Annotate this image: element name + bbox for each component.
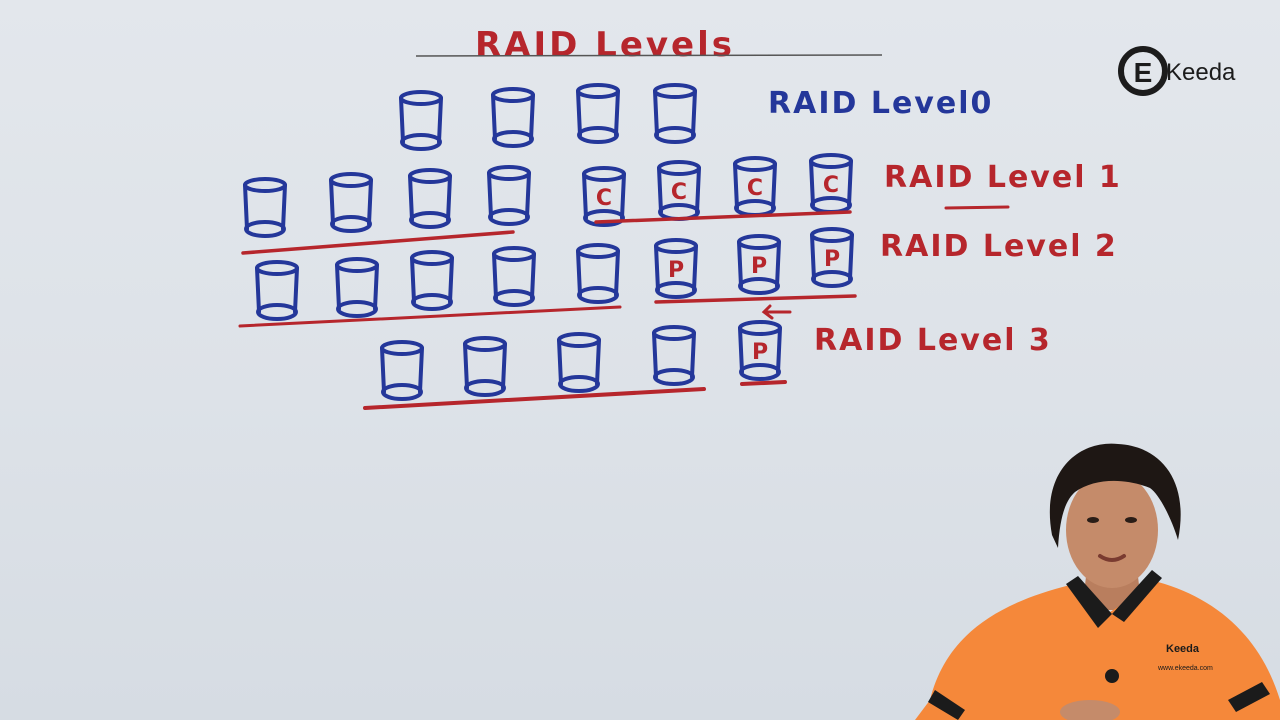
disk-icon [463, 336, 507, 397]
logo-mark-icon [1118, 46, 1168, 96]
presenter-hair [1049, 443, 1181, 548]
disk-icon [335, 257, 379, 318]
disk-letter: C [596, 186, 612, 211]
arrow-mark-icon [761, 304, 792, 320]
disk-letter: P [751, 254, 767, 279]
disk-icon: C [809, 153, 853, 214]
presenter-eye [1125, 517, 1137, 523]
raid-level-3-label: RAID Level 3 [814, 323, 1052, 358]
disk-icon: P [737, 234, 781, 295]
disk-letter: P [668, 258, 684, 283]
disk-icon: P [654, 238, 698, 299]
disk-icon [557, 332, 601, 393]
presenter-sleeve-trim [928, 690, 965, 720]
disk-icon: C [733, 156, 777, 217]
disk-icon: C [582, 166, 626, 227]
raid-level-2-label: RAID Level 2 [880, 229, 1118, 264]
group-underline [594, 210, 852, 224]
group-underline [238, 305, 622, 328]
disk-icon [487, 165, 531, 226]
disk-icon [329, 172, 373, 233]
logo-mark: E [1134, 57, 1153, 88]
raid-level-2-row: P P P RAID Level 2 [238, 227, 1118, 328]
disk-icon [408, 168, 452, 229]
title-underline [415, 54, 883, 57]
raid-level-3-row: P RAID Level 3 [363, 304, 1052, 410]
presenter-collar [1066, 576, 1112, 628]
group-underline [654, 294, 857, 304]
disk-icon [410, 250, 454, 311]
shirt-logo: Keeda [1166, 643, 1200, 655]
raid-level-1-row: C C C C RAID Level 1 [241, 153, 1122, 255]
presenter-collar [1112, 570, 1162, 622]
disk-icon [653, 83, 697, 144]
disk-icon: C [657, 160, 701, 221]
logo-text: Keeda [1166, 59, 1236, 86]
presenter-mouth [1098, 554, 1126, 562]
raid-level-1-label: RAID Level 1 [884, 160, 1122, 195]
presenter-face [1066, 472, 1158, 588]
disk-icon [576, 243, 620, 304]
raid-level-0-label: RAID Level0 [768, 86, 993, 121]
group-underline [241, 230, 515, 255]
disk-letter: C [823, 173, 839, 198]
presenter-hands [1060, 700, 1120, 720]
disk-letter: P [752, 340, 768, 365]
shirt-url: www.ekeeda.com [1157, 665, 1213, 672]
board-title: RAID Levels [475, 25, 735, 65]
group-underline [363, 387, 706, 410]
disk-icon [243, 177, 287, 238]
disk-letter: C [671, 180, 687, 205]
disk-letter: P [824, 247, 840, 272]
presenter-shirt [915, 582, 1280, 720]
presenter-sleeve-trim [1228, 682, 1270, 712]
disk-icon [255, 260, 299, 321]
disk-icon [491, 87, 535, 148]
presenter: Keeda www.ekeeda.com [915, 443, 1280, 720]
disk-icon: P [738, 320, 782, 381]
raid-level-0-row: RAID Level0 [399, 83, 993, 151]
disk-icon [380, 340, 424, 401]
disk-icon: P [810, 227, 854, 288]
ekeeda-logo: E Keeda [1118, 46, 1236, 96]
disk-icon [652, 325, 696, 386]
disk-icon [399, 90, 443, 151]
label-underline [944, 205, 1010, 210]
disk-icon [576, 83, 620, 144]
disk-letter: C [747, 176, 763, 201]
parity-underline [740, 380, 787, 386]
presenter-eye [1087, 517, 1099, 523]
disk-icon [492, 246, 536, 307]
lapel-mic-icon [1105, 669, 1119, 683]
